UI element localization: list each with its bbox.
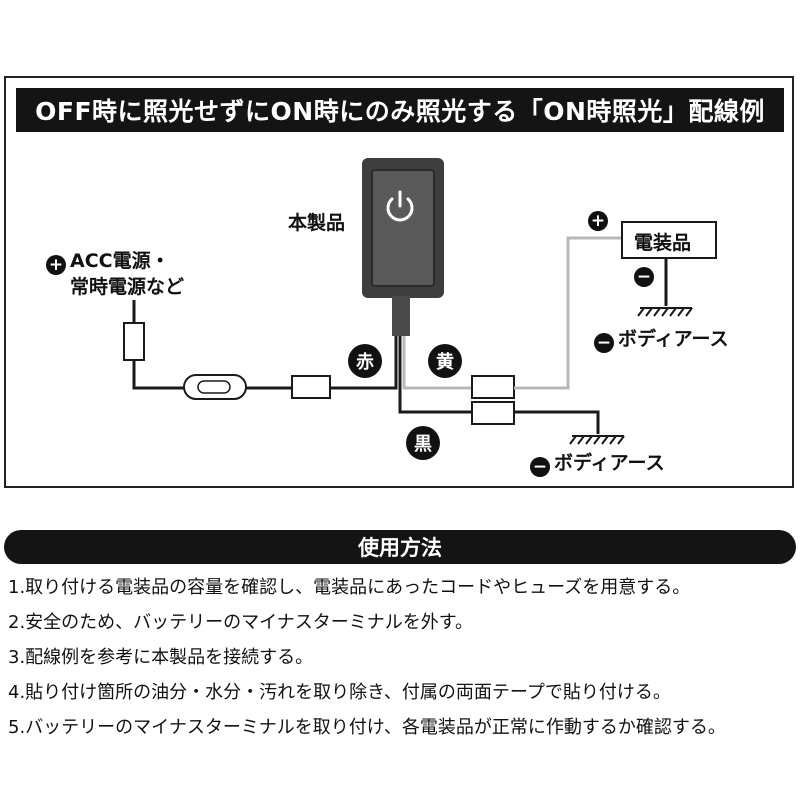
wire-black-2 <box>514 410 600 434</box>
wire-black-badge: 黒 <box>406 426 440 460</box>
plus-icon: + <box>588 211 608 231</box>
usage-step-4: 4.貼り付け箇所の油分・水分・汚れを取り除き、付属の両面テープで貼り付ける。 <box>8 682 671 703</box>
wire-red <box>330 336 398 390</box>
device-box <box>621 221 717 259</box>
fuse-holder <box>183 374 247 400</box>
connector-acc <box>123 322 145 361</box>
plus-icon: + <box>46 255 66 275</box>
connector-red <box>291 375 331 399</box>
product-label: 本製品 <box>288 212 346 234</box>
usage-step-1: 1.取り付ける電装品の容量を確認し、電装品にあったコードやヒューズを用意する。 <box>8 577 691 598</box>
power-icon <box>386 190 414 222</box>
device-label: 電装品 <box>634 232 692 254</box>
acc-source-label: +ACC電源・ <box>46 246 170 275</box>
connector-yellow <box>471 375 515 399</box>
minus-icon: − <box>530 457 550 477</box>
device-plus: + <box>588 206 612 231</box>
ground-symbol-right <box>637 307 693 317</box>
usage-step-2: 2.安全のため、バッテリーのマイナスターミナルを外す。 <box>8 612 474 633</box>
ground-symbol-bottom <box>569 435 625 445</box>
usage-step-3: 3.配線例を参考に本製品を接続する。 <box>8 647 314 668</box>
device-minus: − <box>634 262 658 287</box>
body-earth-bottom-label: ボディアース <box>554 452 665 474</box>
wire-black <box>398 336 472 414</box>
wire-red-badge: 赤 <box>348 344 382 378</box>
diagram-title: OFF時に照光せずにON時にのみ照光する「ON時照光」配線例 <box>16 88 784 132</box>
switch-cable-boot <box>392 296 410 336</box>
acc-source-line1: ACC電源・ <box>70 250 170 272</box>
body-earth-bottom: −ボディアース <box>530 448 665 477</box>
body-earth-right-label: ボディアース <box>618 328 729 350</box>
body-earth-right: −ボディアース <box>594 324 729 353</box>
minus-icon: − <box>634 267 654 287</box>
usage-heading: 使用方法 <box>4 530 796 564</box>
usage-steps: 1.取り付ける電装品の容量を確認し、電装品にあったコードやヒューズを用意する。 … <box>8 570 796 745</box>
fuse-inner <box>197 380 231 394</box>
switch-face <box>371 169 435 287</box>
wire-red-3 <box>132 360 184 390</box>
acc-source-line2: 常時電源など <box>70 276 185 298</box>
wire-yellow <box>402 336 472 390</box>
connector-black <box>471 401 515 425</box>
usage-step-5: 5.バッテリーのマイナスターミナルを取り付け、各電装品が正常に作動するか確認する… <box>8 717 726 738</box>
wire-yellow-2 <box>514 236 622 390</box>
wire-yellow-badge: 黄 <box>428 344 462 378</box>
minus-icon: − <box>594 333 614 353</box>
